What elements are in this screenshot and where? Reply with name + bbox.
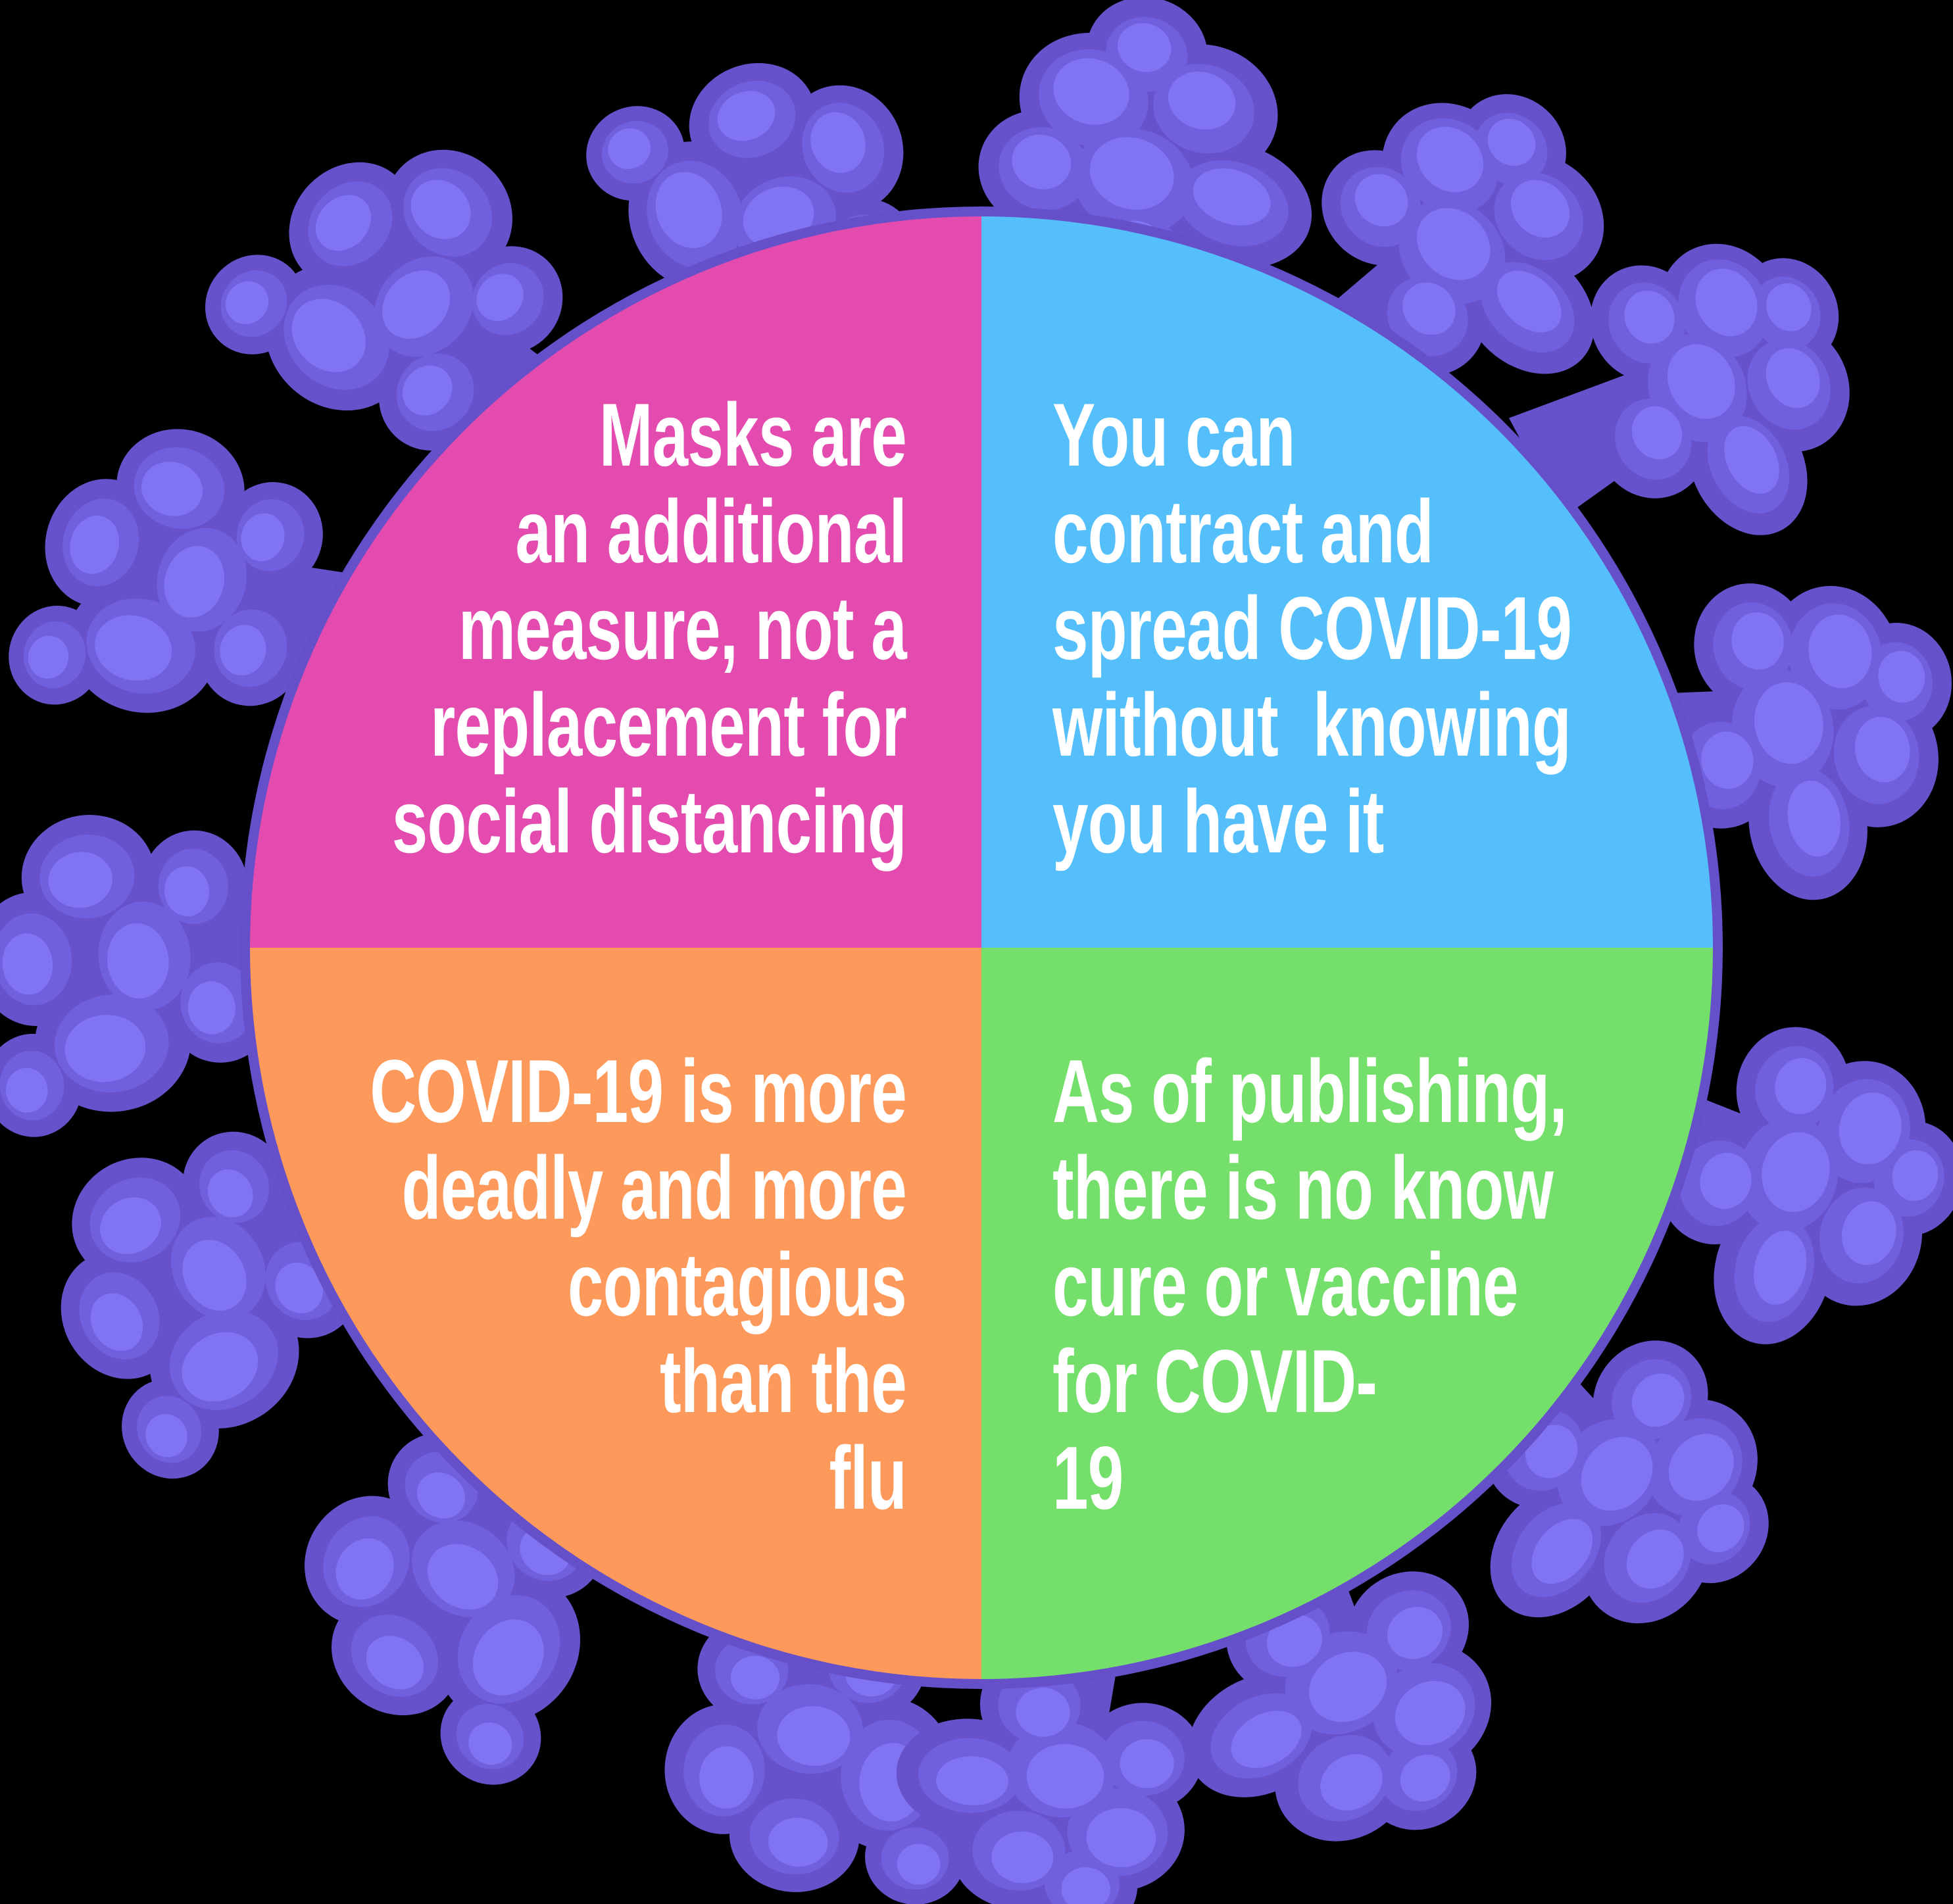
virus-illustration bbox=[0, 0, 1953, 1904]
covid-infographic-poster: Masks are an additional measure, not a r… bbox=[0, 0, 1953, 1904]
